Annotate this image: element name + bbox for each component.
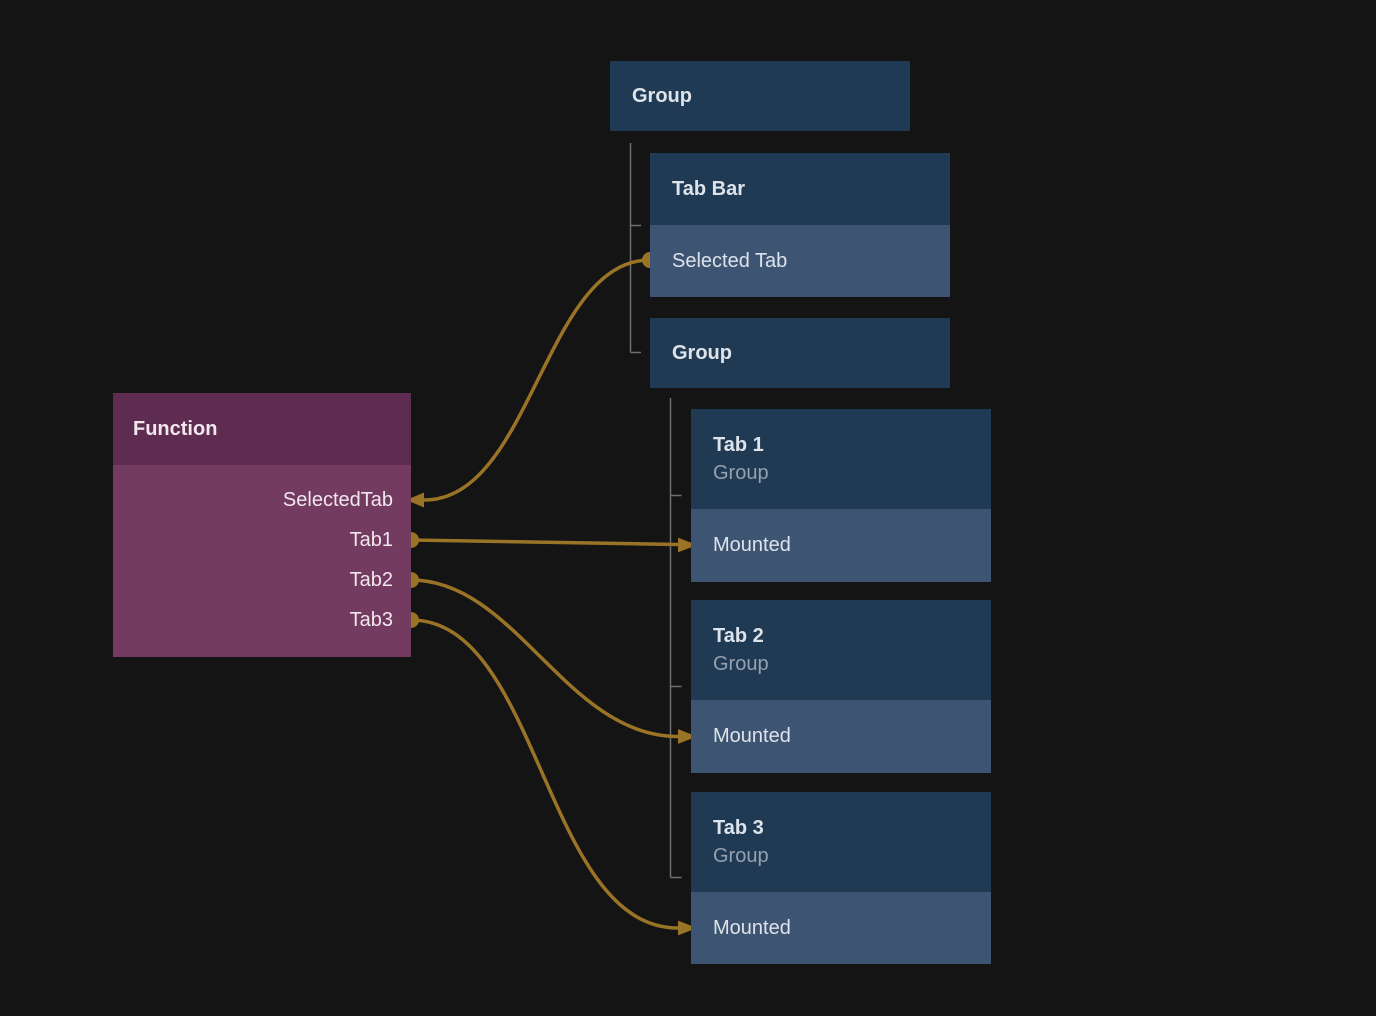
node-title: Group: [672, 342, 732, 364]
arrowhead-tab3: [678, 920, 697, 936]
tree-connector-group-inner: [669, 398, 682, 879]
node-function[interactable]: Function SelectedTab Tab1 Tab2 Tab3: [113, 393, 411, 657]
node-title: Function: [133, 417, 218, 440]
port-row-mounted-tab1[interactable]: Mounted: [691, 509, 991, 582]
arrowhead-selectedtab: [406, 492, 424, 508]
arrowhead-tab1: [678, 537, 697, 553]
wire-tab1[interactable]: [410, 538, 679, 547]
port-label: Selected Tab: [672, 249, 788, 272]
wire-tab3[interactable]: [410, 618, 679, 930]
port-label: Mounted: [713, 725, 791, 747]
node-tab-bar[interactable]: Tab Bar Selected Tab: [650, 153, 950, 297]
tree-connector-group-top: [629, 143, 641, 354]
port-row-tab3[interactable]: Tab3: [113, 600, 411, 640]
node-tab-1[interactable]: Tab 1 Group Mounted: [691, 409, 991, 582]
port-label: SelectedTab: [282, 488, 393, 511]
node-tab-3[interactable]: Tab 3 Group Mounted: [691, 792, 991, 964]
node-group-inner[interactable]: Group: [650, 318, 950, 388]
node-title: Tab 3: [713, 817, 764, 839]
wire-tab2[interactable]: [410, 578, 679, 739]
port-row-mounted-tab2[interactable]: Mounted: [691, 700, 991, 773]
port-row-selectedtab[interactable]: SelectedTab: [113, 480, 411, 520]
port-label: Mounted: [713, 534, 791, 556]
port-label: Tab1: [349, 528, 393, 551]
node-title: Group: [632, 85, 692, 107]
function-ports: SelectedTab Tab1 Tab2 Tab3: [113, 465, 411, 657]
arrowhead-tab2: [678, 729, 697, 744]
port-label: Mounted: [713, 916, 791, 939]
node-tab-2[interactable]: Tab 2 Group Mounted: [691, 600, 991, 773]
node-subtitle: Group: [713, 845, 769, 867]
node-title: Tab 1: [713, 434, 764, 456]
port-row-mounted-tab3[interactable]: Mounted: [691, 892, 991, 964]
node-title: Tab Bar: [672, 178, 745, 200]
port-row-tab2[interactable]: Tab2: [113, 560, 411, 600]
node-group-top[interactable]: Group: [610, 61, 910, 131]
node-title: Tab 2: [713, 625, 764, 647]
port-label: Tab3: [349, 608, 393, 631]
port-row-selected-tab[interactable]: Selected Tab: [650, 225, 950, 297]
port-label: Tab2: [349, 568, 393, 591]
node-subtitle: Group: [713, 462, 769, 484]
port-row-tab1[interactable]: Tab1: [113, 520, 411, 560]
wire-selectedtab[interactable]: [423, 258, 651, 502]
node-subtitle: Group: [713, 653, 769, 675]
